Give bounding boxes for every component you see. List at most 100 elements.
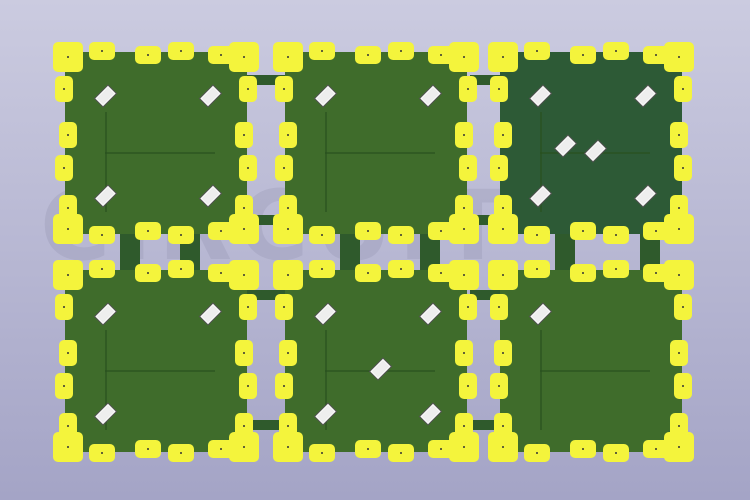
solder-pad — [53, 214, 83, 244]
solder-pad — [207, 222, 234, 240]
solder-pad — [275, 372, 293, 399]
solder-pad — [55, 372, 73, 399]
solder-pad — [642, 222, 669, 240]
solder-pad — [53, 42, 83, 72]
solder-pad — [273, 260, 303, 290]
solder-pad — [229, 432, 259, 462]
solder-pad — [664, 214, 694, 244]
copper-trace — [105, 370, 215, 372]
solder-pad — [167, 42, 194, 60]
solder-pad — [524, 444, 551, 462]
solder-pad — [55, 154, 73, 181]
board-top-middle — [285, 52, 467, 234]
copper-trace — [105, 152, 215, 154]
solder-pad — [449, 42, 479, 72]
solder-pad — [488, 260, 518, 290]
solder-pad — [235, 339, 253, 366]
solder-pad — [494, 121, 512, 148]
solder-pad — [642, 264, 669, 282]
solder-pad — [273, 42, 303, 72]
solder-pad — [89, 42, 116, 60]
solder-pad — [59, 121, 77, 148]
solder-pad — [134, 46, 161, 64]
solder-pad — [449, 432, 479, 462]
breakaway-tab — [470, 290, 500, 300]
solder-pad — [490, 76, 508, 103]
solder-pad — [89, 260, 116, 278]
solder-pad — [642, 440, 669, 458]
solder-pad — [449, 214, 479, 244]
solder-pad — [309, 42, 336, 60]
solder-pad — [664, 260, 694, 290]
solder-pad — [602, 42, 629, 60]
breakaway-tab — [470, 420, 500, 430]
solder-pad — [354, 222, 381, 240]
solder-pad — [459, 76, 477, 103]
solder-pad — [602, 260, 629, 278]
solder-pad — [455, 121, 473, 148]
copper-trace — [540, 112, 542, 212]
solder-pad — [134, 222, 161, 240]
solder-pad — [387, 42, 414, 60]
solder-pad — [59, 339, 77, 366]
breakaway-tab — [340, 232, 360, 270]
solder-pad — [488, 214, 518, 244]
solder-pad — [602, 226, 629, 244]
copper-trace — [540, 370, 650, 372]
solder-pad — [524, 260, 551, 278]
solder-pad — [664, 432, 694, 462]
solder-pad — [494, 339, 512, 366]
solder-pad — [674, 76, 692, 103]
solder-pad — [89, 444, 116, 462]
solder-pad — [229, 214, 259, 244]
solder-pad — [354, 46, 381, 64]
breakaway-tab — [420, 232, 440, 270]
solder-pad — [602, 444, 629, 462]
board-bottom-middle — [285, 270, 467, 452]
solder-pad — [427, 440, 454, 458]
solder-pad — [134, 264, 161, 282]
solder-pad — [239, 294, 257, 321]
copper-trace — [325, 152, 435, 154]
solder-pad — [427, 264, 454, 282]
breakaway-tab — [245, 75, 285, 85]
copper-trace — [540, 330, 542, 430]
solder-pad — [167, 260, 194, 278]
solder-pad — [275, 76, 293, 103]
copper-trace — [325, 112, 327, 212]
solder-pad — [642, 46, 669, 64]
solder-pad — [273, 214, 303, 244]
solder-pad — [569, 264, 596, 282]
breakaway-tab — [245, 215, 285, 225]
breakaway-tab — [555, 232, 575, 270]
solder-pad — [387, 444, 414, 462]
solder-pad — [279, 121, 297, 148]
solder-pad — [490, 372, 508, 399]
solder-pad — [490, 294, 508, 321]
solder-pad — [490, 154, 508, 181]
solder-pad — [273, 432, 303, 462]
solder-pad — [488, 42, 518, 72]
copper-trace — [105, 112, 107, 212]
solder-pad — [167, 444, 194, 462]
board-bottom-left — [65, 270, 247, 452]
solder-pad — [309, 444, 336, 462]
solder-pad — [207, 264, 234, 282]
solder-pad — [354, 264, 381, 282]
breakaway-tab — [470, 215, 500, 225]
solder-pad — [674, 372, 692, 399]
solder-pad — [427, 46, 454, 64]
solder-pad — [275, 294, 293, 321]
solder-pad — [134, 440, 161, 458]
copper-trace — [105, 330, 107, 430]
solder-pad — [207, 46, 234, 64]
solder-pad — [239, 154, 257, 181]
solder-pad — [449, 260, 479, 290]
solder-pad — [229, 42, 259, 72]
solder-pad — [569, 46, 596, 64]
solder-pad — [309, 226, 336, 244]
solder-pad — [488, 432, 518, 462]
breakaway-tab — [640, 232, 660, 270]
solder-pad — [387, 260, 414, 278]
breakaway-tab — [120, 232, 140, 270]
